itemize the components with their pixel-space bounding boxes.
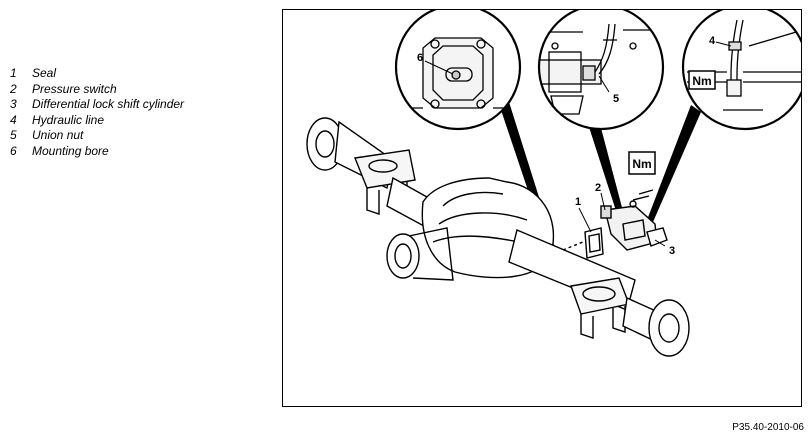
- torque-label-box-detail: [688, 70, 716, 90]
- callout-shift-cylinder: 3: [669, 245, 675, 257]
- axle-housing-drawing: [306, 117, 690, 357]
- legend-item: 4 Hydraulic line: [10, 113, 270, 129]
- legend-item-label: Union nut: [32, 128, 84, 143]
- legend-item: 6 Mounting bore: [10, 144, 270, 160]
- callout-union-nut: 5: [613, 93, 619, 105]
- leader-line-1: [578, 207, 592, 233]
- legend-item-label: Differential lock shift cylinder: [32, 97, 185, 112]
- legend-item: 2 Pressure switch: [10, 82, 270, 98]
- leader-line-3: [654, 239, 666, 247]
- legend-item-number: 4: [10, 112, 17, 127]
- leader-wedge-4: [647, 105, 701, 222]
- torque-symbol-detail: Nm: [692, 74, 711, 88]
- legend-item-label: Hydraulic line: [32, 112, 105, 127]
- legend-item-label: Pressure switch: [32, 81, 117, 96]
- leader-wedge-5: [589, 127, 624, 217]
- callout-hydraulic-line: 4: [709, 35, 716, 47]
- torque-symbol: Nm: [632, 157, 651, 171]
- axle-diagram-frame: Nm Nm 1 2 3 4 5 6: [282, 9, 802, 407]
- detail-circle-hydraulic-line: [681, 10, 801, 131]
- callout-pressure-switch: 2: [595, 182, 601, 194]
- legend-item-label: Mounting bore: [32, 143, 109, 158]
- legend-list: 1 Seal 2 Pressure switch 3 Differential …: [10, 66, 270, 160]
- legend-item-label: Seal: [32, 66, 57, 80]
- detail-circle-mounting-bore: [394, 10, 522, 131]
- figure-code: P35.40-2010-06: [732, 422, 804, 433]
- callout-mounting-bore: 6: [417, 52, 423, 64]
- shift-cylinder-part: [600, 189, 668, 251]
- leader-line-2: [600, 192, 606, 211]
- axle-diagram: Nm Nm 1 2 3 4 5 6: [306, 10, 801, 357]
- legend-item-number: 1: [10, 66, 17, 80]
- torque-label-box: [628, 151, 656, 175]
- legend-item-number: 3: [10, 97, 17, 112]
- legend-item: 3 Differential lock shift cylinder: [10, 97, 270, 113]
- legend-item-number: 6: [10, 143, 17, 158]
- seal-part: [584, 227, 604, 259]
- legend-item: 5 Union nut: [10, 128, 270, 144]
- callout-seal: 1: [575, 196, 581, 208]
- legend-item-number: 2: [10, 81, 17, 96]
- detail-circle-union-nut: [537, 10, 665, 131]
- legend-item: 1 Seal: [10, 66, 270, 82]
- legend-item-number: 5: [10, 128, 17, 143]
